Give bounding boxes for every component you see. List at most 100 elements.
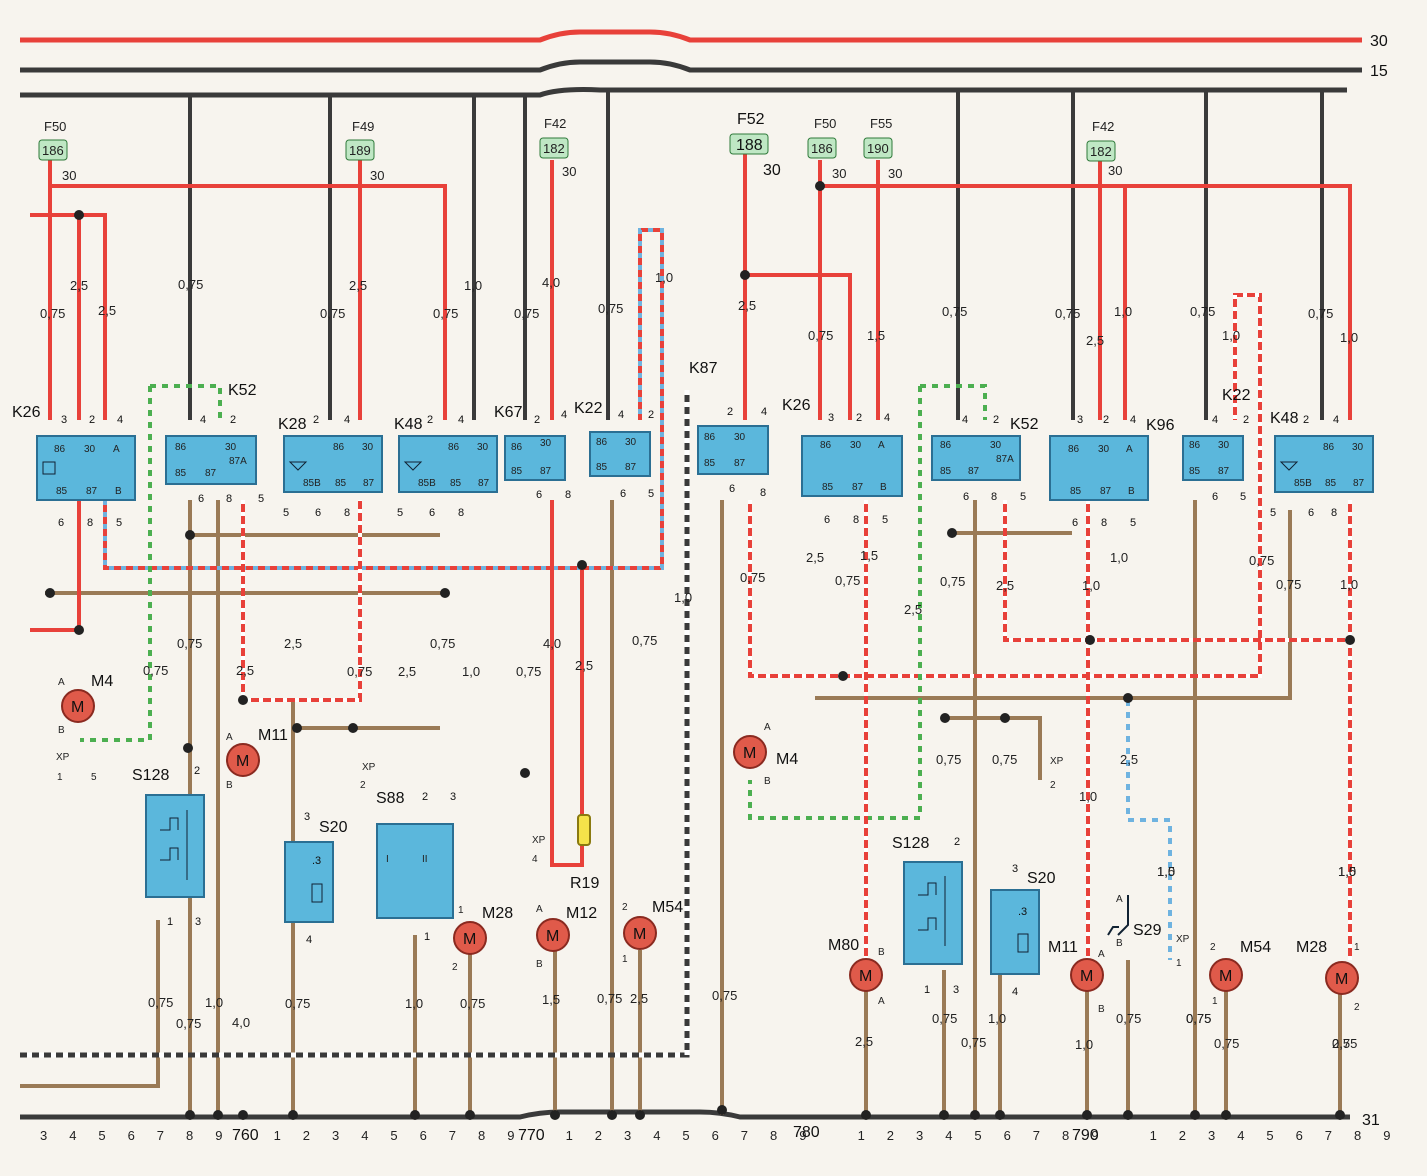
connector-name: XP xyxy=(56,752,70,763)
relay-name: K87 xyxy=(689,360,718,377)
terminal-label: 85 xyxy=(1070,486,1082,497)
relay: K96 3 2 4 86 30 A 85 87 B 6 8 5 xyxy=(1049,414,1175,529)
switch-name: S20 xyxy=(319,819,348,836)
wire-size-label: 0,75 xyxy=(285,996,310,1011)
terminal-label: 87 xyxy=(734,458,746,469)
motor-symbol: M xyxy=(1080,968,1093,985)
terminal-label: 85 xyxy=(596,462,608,473)
ground-slot-number: 1 xyxy=(1150,1128,1157,1143)
fuse: F50 186 30 xyxy=(807,116,846,181)
motor-name: M12 xyxy=(566,905,597,922)
relay-name: K48 xyxy=(1270,410,1299,427)
wire-size-label: 0,75 xyxy=(1190,304,1215,319)
pin-label: 6 xyxy=(824,514,830,526)
fuse: F42 182 30 xyxy=(539,116,576,179)
motor: M M54 2 1 xyxy=(1209,939,1271,1007)
motor-name: M4 xyxy=(91,673,113,690)
wire-size-label: 2,5 xyxy=(738,298,756,313)
motor: M M28 1 2 xyxy=(1296,939,1360,1013)
pin-label: 2 xyxy=(856,412,862,424)
wire-size-label: 1,0 xyxy=(462,664,480,679)
wire-size-label: 0,75 xyxy=(992,752,1017,767)
pin-label: 4 xyxy=(1130,414,1136,426)
wire-size-label: 1,0 xyxy=(1075,1037,1093,1052)
ground-slot-number: 4 xyxy=(945,1128,952,1143)
motor-name: M4 xyxy=(776,751,798,768)
motor-name: M28 xyxy=(1296,939,1327,956)
motor-symbol: M xyxy=(236,753,249,770)
ground-slot-number: 5 xyxy=(1266,1128,1273,1143)
sig-black-white-stripe xyxy=(20,390,690,1058)
switch-pin: .3 xyxy=(1018,906,1027,918)
wire-size-label: 0,75 xyxy=(514,306,539,321)
terminal-label: 85 xyxy=(1325,478,1337,489)
pin-label: 3 xyxy=(61,414,67,426)
motor-pin: 1 xyxy=(1212,996,1218,1007)
pin-label: 5 xyxy=(1130,517,1136,529)
wire-size-label: 2,5 xyxy=(98,303,116,318)
pin-label: 2 xyxy=(534,414,540,426)
wire-size-label: 1,0 xyxy=(1082,578,1100,593)
terminal-label: 87 xyxy=(540,466,552,477)
sig-red-blue-stripe xyxy=(103,228,664,570)
fuses: F50 186 30 F49 189 30 F42 182 30 F52 188… xyxy=(38,111,1122,183)
connector: XP 2 xyxy=(1050,756,1064,791)
motor-pin: A xyxy=(58,677,65,688)
switch: S20 3 4 .3 xyxy=(284,811,348,946)
wire-size-label: 1,0 xyxy=(674,590,692,605)
bus-15-line xyxy=(20,59,1362,73)
pin-label: 8 xyxy=(991,491,997,503)
fuse-name: F42 xyxy=(1092,119,1114,134)
relay: K52 4 2 86 30 85 87 87A 6 8 5 xyxy=(165,382,264,505)
relay: K26 3 2 4 86 30 A 85 87 B 6 8 5 xyxy=(12,404,136,529)
motor-symbol: M xyxy=(71,699,84,716)
relay-name: K28 xyxy=(278,416,307,433)
gnd-19 xyxy=(20,920,160,1088)
ground-slot-number: 7 xyxy=(1325,1128,1332,1143)
switch-pin: 3 xyxy=(450,791,456,803)
switch-pin: 4 xyxy=(1012,986,1018,998)
switch: S128 2 1 3 xyxy=(132,765,205,928)
switch: S88 I II 2 3 1 xyxy=(376,790,456,943)
motor: M M11 A B xyxy=(1048,939,1105,1015)
pin-label: 3 xyxy=(828,412,834,424)
terminal-label: 87 xyxy=(86,486,98,497)
switch-pin: 2 xyxy=(954,836,960,848)
section-numbers: 760 770 780 790 xyxy=(232,1124,1099,1144)
section-number: 780 xyxy=(793,1124,820,1141)
motor-name: M11 xyxy=(1048,939,1078,956)
motor-pin: A xyxy=(878,996,885,1007)
motor-symbol: M xyxy=(1219,968,1232,985)
ground-slot-number: 7 xyxy=(449,1128,456,1143)
terminal-label: 85 xyxy=(335,478,347,489)
wire-size-label: 0,75 xyxy=(940,574,965,589)
fuse-number: 188 xyxy=(736,137,763,154)
pin-label: 2 xyxy=(727,406,733,418)
terminal-label: 87 xyxy=(1100,486,1112,497)
relay-name: K22 xyxy=(574,400,603,417)
pin-label: 2 xyxy=(313,414,319,426)
pin-label: 4 xyxy=(1333,414,1339,426)
wire-size-label: 1,0 xyxy=(405,996,423,1011)
switch: S29 A B xyxy=(1107,894,1162,949)
terminal-label: A xyxy=(878,440,885,451)
fuse: F52 188 30 xyxy=(729,111,781,179)
pin-label: 2 xyxy=(230,414,236,426)
fuse-number: 186 xyxy=(42,143,64,158)
switch-roman-1: I xyxy=(386,854,389,865)
terminal-label: 85B xyxy=(418,478,436,489)
connector-name: XP xyxy=(362,762,376,773)
relay: K26 3 2 4 86 30 A 85 87 B 6 8 5 xyxy=(782,397,903,526)
wire-size-label: 4,0 xyxy=(543,636,561,651)
motor-pin: B xyxy=(536,959,543,970)
section-number: 770 xyxy=(518,1127,545,1144)
wire-size-label: 1,5 xyxy=(1157,864,1175,879)
terminal-label: 85 xyxy=(450,478,462,489)
wire-size-label: 1,0 xyxy=(1340,330,1358,345)
junctions xyxy=(45,181,1355,1120)
relay: K52 4 2 86 30 85 87 87A 6 8 5 xyxy=(931,414,1039,503)
ground-slot-number: 1 xyxy=(858,1128,865,1143)
relays: K26 3 2 4 86 30 A 85 87 B 6 8 5 K52 4 2 … xyxy=(12,360,1374,529)
pin-label: 5 xyxy=(1020,491,1026,503)
sig-red-right2-stripe xyxy=(1003,500,1352,642)
